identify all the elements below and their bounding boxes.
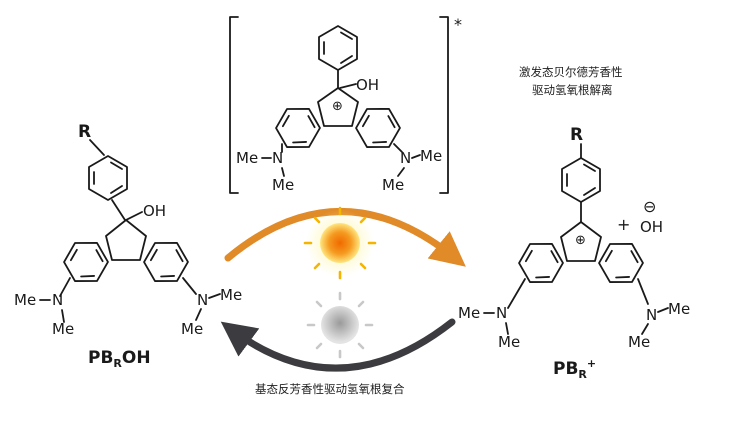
plus-charge-right: ⊕ — [575, 233, 586, 248]
annotation-excited-line2: 驱动氢氧根解离 — [532, 83, 613, 97]
molecule-right: R ⊕ Me N Me N Me Me — [458, 125, 690, 351]
annotation-ground-state: 基态反芳香性驱动氢氧根复合 — [255, 382, 405, 396]
r-group-label: R — [570, 125, 583, 145]
n-label: N — [52, 291, 63, 309]
me-label: Me — [272, 176, 294, 194]
me-label: Me — [181, 320, 203, 338]
hydroxide-label: OH — [640, 218, 663, 236]
compound-left-label: PBROH — [88, 348, 151, 370]
me-label: Me — [236, 149, 258, 167]
me-label: Me — [628, 333, 650, 351]
me-label: Me — [498, 333, 520, 351]
me-label: Me — [14, 291, 36, 309]
molecule-left: R OH Me N Me N Me Me — [14, 122, 242, 338]
oh-label-left: OH — [143, 202, 166, 220]
compound-right-label: PBR+ — [553, 357, 596, 381]
n-label: N — [496, 304, 507, 322]
excited-state-bracket: * OH ⊕ Me N Me N Me Me — [229, 15, 462, 194]
n-label: N — [646, 306, 657, 324]
n-label: N — [272, 149, 283, 167]
r-group-label: R — [78, 122, 91, 142]
plus-sign: + — [617, 215, 630, 234]
me-label: Me — [458, 304, 480, 322]
sun-lit-icon — [303, 206, 377, 280]
minus-charge: ⊖ — [643, 197, 656, 216]
me-label: Me — [420, 147, 442, 165]
me-label: Me — [668, 300, 690, 318]
excited-star: * — [454, 15, 462, 34]
me-label: Me — [52, 320, 74, 338]
oh-label-excited: OH — [356, 76, 379, 94]
annotation-excited-line1: 激发态贝尔德芳香性 — [519, 65, 623, 79]
sun-dim-icon — [306, 291, 374, 359]
me-label: Me — [220, 286, 242, 304]
reverse-arrow — [220, 318, 456, 372]
plus-charge-bracket: ⊕ — [332, 99, 343, 114]
n-label: N — [197, 291, 208, 309]
me-label: Me — [382, 176, 404, 194]
n-label: N — [400, 149, 411, 167]
